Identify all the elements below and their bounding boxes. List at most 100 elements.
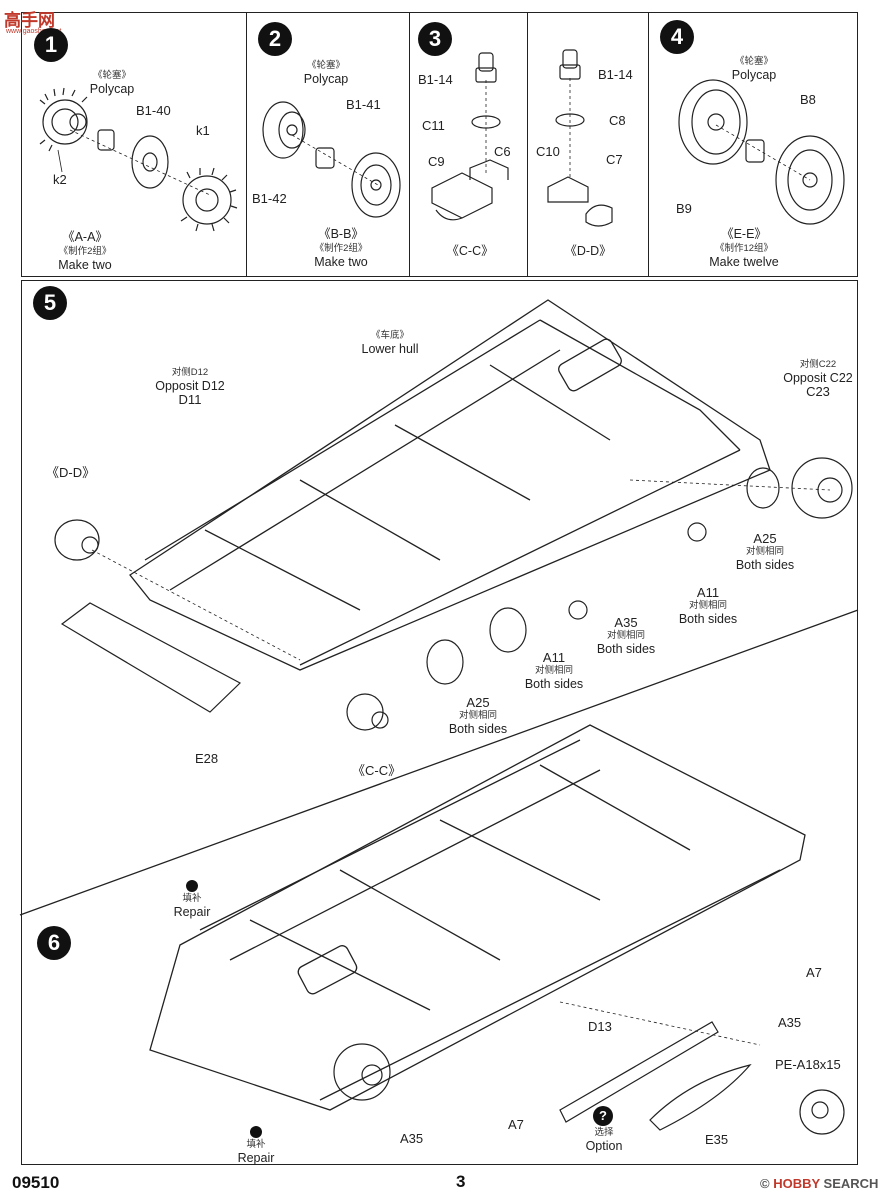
view-label: 《B-B》	[318, 227, 364, 241]
option-label: 选择 Option	[578, 1127, 630, 1153]
d11-label: 对侧D12 Opposit D12 D11	[148, 367, 232, 408]
step-2-badge: 2	[258, 22, 292, 56]
both-cn: 对侧相同	[458, 709, 497, 721]
both-en: Both sides	[678, 611, 738, 626]
step-1-polycap-label: 《轮塞》 Polycap	[82, 70, 142, 98]
step-4-polycap-label: 《轮塞》 Polycap	[724, 56, 784, 84]
step-2-caption: 《B-B》 《制作2组》 Make two	[296, 227, 386, 270]
part-a35-left: A35	[400, 1131, 424, 1146]
idler-d-d-step-5	[54, 519, 100, 561]
polycap-part-1	[97, 129, 115, 151]
option-en: Option	[585, 1138, 623, 1153]
c23-label: 对侧C22 Opposit C22 C23	[776, 359, 860, 400]
watermark-prefix: ©	[760, 1176, 774, 1191]
site-logo: 高手网	[4, 11, 55, 31]
opp-d12-cn: 对侧D12	[171, 367, 209, 378]
polycap-en: Polycap	[731, 67, 777, 82]
both-cn: 对侧相同	[688, 599, 727, 611]
part-b1-42: B1-42	[252, 191, 287, 206]
step-4-badge: 4	[660, 20, 694, 54]
both-en: Both sides	[735, 557, 795, 572]
step-1-badge: 1	[34, 28, 68, 62]
a25-mid-label: A25 对侧相同 Both sides	[442, 695, 514, 736]
view-label: 《D-D》	[564, 244, 612, 258]
polycap-cn: 《轮塞》	[92, 70, 131, 81]
part-a7-right: A7	[806, 965, 822, 980]
qty-cn: 《制作2组》	[58, 245, 112, 257]
part-e28: E28	[195, 751, 219, 766]
part-pe-a18x15: PE-A18x15	[775, 1057, 841, 1072]
pe-detail-a18	[799, 1089, 845, 1135]
step-5-badge: 5	[33, 286, 67, 320]
watermark-suffix: SEARCH	[819, 1176, 879, 1191]
part-b1-41: B1-41	[346, 97, 381, 112]
step-2-polycap-label: 《轮塞》 Polycap	[296, 60, 356, 88]
qty-en: Make two	[58, 257, 112, 272]
hull-plate-e28	[60, 602, 242, 713]
qty-cn: 《制作2组》	[314, 242, 368, 254]
step-3-view-cc: 《C-C》	[430, 244, 510, 260]
part-b1-40: B1-40	[136, 103, 171, 118]
part-e35: E35	[705, 1132, 729, 1147]
sprocket-part-k1	[180, 167, 238, 232]
a11-right-label: A11 对侧相同 Both sides	[672, 585, 744, 626]
lower-hull-cn: 《车底》	[370, 330, 409, 341]
part-c7: C7	[606, 152, 623, 167]
both-cn: 对侧相同	[534, 664, 573, 676]
repair-top-label: 填补 Repair	[166, 893, 218, 919]
view-label: 《C-C》	[446, 244, 494, 258]
opp-c22-en: Opposit C22	[783, 370, 853, 385]
part-a35: A35	[614, 615, 638, 630]
polycap-cn: 《轮塞》	[306, 60, 345, 71]
step-3-badge: 3	[418, 22, 452, 56]
repair-icon	[186, 880, 198, 892]
part-c10: C10	[536, 144, 560, 159]
repair-cn: 填补	[182, 893, 202, 904]
step-1-caption: 《A-A》 《制作2组》 Make two	[40, 230, 130, 273]
a35-step-5-label: A35 对侧相同 Both sides	[590, 615, 662, 656]
idler-c-c-step-5	[346, 693, 389, 731]
step-frame-4	[648, 12, 858, 277]
both-en: Both sides	[524, 676, 584, 691]
opp-c22-cn: 对侧C22	[799, 359, 837, 370]
repair-cn: 填补	[246, 1139, 266, 1150]
part-c11: C11	[422, 118, 445, 133]
part-k2: k2	[53, 172, 67, 187]
wheel-b1-41	[351, 152, 401, 218]
opp-d12-en: Opposit D12	[155, 378, 225, 393]
part-a25: A25	[466, 695, 490, 710]
repair-en: Repair	[237, 1150, 275, 1165]
polycap-en: Polycap	[89, 81, 135, 96]
option-cn: 选择	[594, 1127, 614, 1138]
part-b1-14-right: B1-14	[598, 67, 633, 82]
part-a11: A11	[696, 585, 720, 600]
road-wheel-b8	[775, 135, 845, 225]
both-cn: 对侧相同	[745, 545, 784, 557]
qty-cn: 《制作12组》	[714, 242, 774, 254]
part-b9: B9	[676, 201, 692, 216]
qty-en: Make two	[314, 254, 368, 269]
view-dd-step-5: 《D-D》	[46, 465, 96, 480]
polycap-cn: 《轮塞》	[734, 56, 773, 67]
fender-e35	[649, 1063, 752, 1131]
view-label: 《A-A》	[62, 230, 108, 244]
view-cc-step-5: 《C-C》	[352, 763, 402, 778]
part-c8: C8	[609, 113, 626, 128]
step-4-caption: 《E-E》 《制作12组》 Make twelve	[694, 227, 794, 270]
polycap-en: Polycap	[303, 71, 349, 86]
a25-right-label: A25 对侧相同 Both sides	[730, 531, 800, 572]
site-logo-url: www.gaoshou.net	[6, 28, 62, 35]
product-code: 09510	[12, 1173, 60, 1192]
option-icon: ?	[593, 1106, 613, 1126]
fender-d13	[559, 1021, 719, 1123]
part-d13: D13	[588, 1019, 612, 1034]
repair-bottom-label: 填补 Repair	[230, 1139, 282, 1165]
part-k1: k1	[196, 123, 210, 138]
both-en: Both sides	[596, 641, 656, 656]
polycap-part-4	[745, 139, 765, 163]
part-a35-right: A35	[778, 1015, 802, 1030]
a11-mid-label: A11 对侧相同 Both sides	[518, 650, 590, 691]
watermark: © HOBBY SEARCH	[760, 1176, 878, 1191]
lower-hull-en: Lower hull	[361, 341, 419, 356]
view-label: 《E-E》	[721, 227, 767, 241]
